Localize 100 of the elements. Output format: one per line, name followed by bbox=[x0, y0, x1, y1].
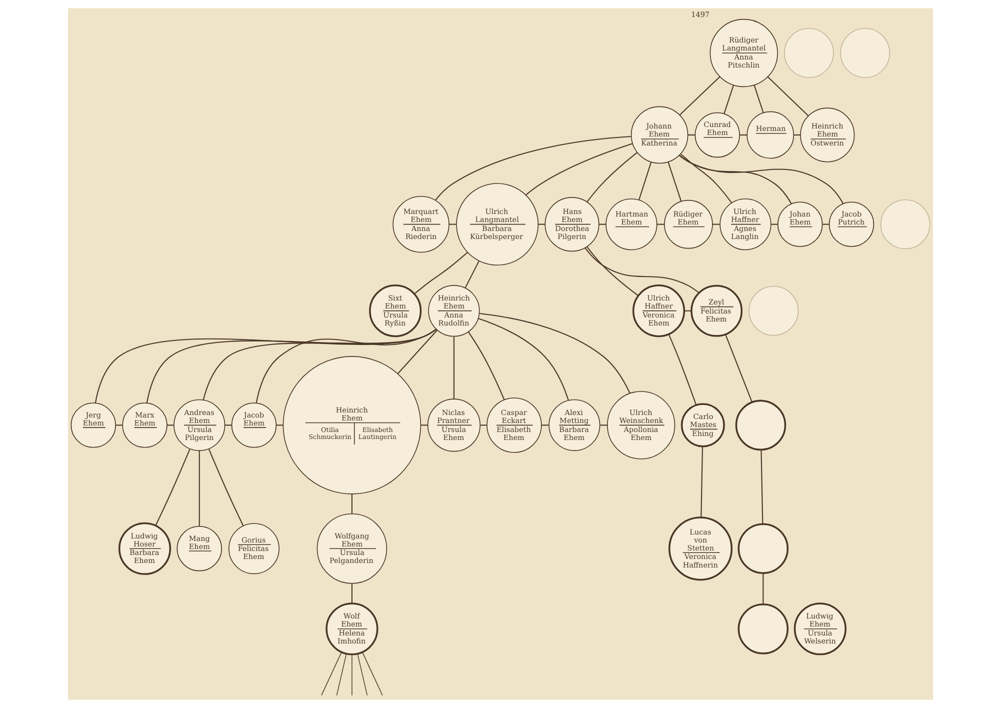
connector bbox=[208, 448, 244, 526]
connector bbox=[584, 247, 699, 294]
connector bbox=[586, 152, 637, 202]
node-circle: Sixt Ehem Ursula Ryßin bbox=[368, 284, 422, 338]
connector bbox=[688, 134, 695, 136]
connector bbox=[468, 332, 504, 400]
connector bbox=[700, 446, 703, 518]
connector bbox=[638, 162, 652, 200]
connector bbox=[362, 652, 382, 696]
connector bbox=[586, 246, 638, 296]
connector bbox=[525, 143, 632, 196]
node-circle: Marx Ehem bbox=[122, 402, 167, 448]
node-circle: Rüdiger Langmantel Anna Pitschlin bbox=[709, 18, 778, 88]
connector bbox=[762, 573, 764, 604]
connector bbox=[320, 652, 342, 696]
node-circle: Rüdiger Ehem bbox=[664, 200, 712, 249]
node-label: 1497 bbox=[690, 10, 710, 20]
node-circle: Johann Ehem Katherina bbox=[630, 106, 688, 164]
connector bbox=[766, 76, 808, 116]
connector bbox=[478, 318, 568, 400]
connector bbox=[414, 252, 468, 294]
connector bbox=[739, 134, 746, 136]
connector bbox=[724, 334, 752, 402]
node-circle: Alexi Metting Barbara Ehem bbox=[548, 399, 600, 451]
node-circle: Ulrich Weinschenk Apollonia Ehem bbox=[606, 391, 675, 460]
node-circle bbox=[880, 200, 930, 250]
connector bbox=[154, 448, 190, 526]
node-circle: Niclas Prantner Ursula Ehem bbox=[426, 398, 480, 452]
node-circle bbox=[737, 604, 788, 654]
connector bbox=[202, 329, 436, 400]
node-circle: Marquart Ehem Anna Riederin bbox=[392, 196, 449, 253]
node-circle: Lucas von Stetten Veronica Haffnerin bbox=[668, 516, 732, 581]
node-circle: Hartman Ehem bbox=[605, 198, 657, 250]
node-circle: Wolfgang Ehem Ursula Pelganderin bbox=[316, 513, 387, 584]
connector bbox=[480, 424, 486, 426]
connector bbox=[712, 224, 720, 225]
connector bbox=[420, 424, 428, 426]
node-circle: Johan Ehem bbox=[776, 202, 822, 247]
node-circle bbox=[748, 286, 798, 336]
node-circle bbox=[840, 28, 890, 78]
node-circle bbox=[784, 28, 834, 78]
node-circle: Carlo Mastes Ehing bbox=[680, 403, 724, 448]
connector bbox=[356, 654, 368, 696]
connector bbox=[678, 76, 720, 116]
connector bbox=[678, 155, 792, 204]
node-circle: Ulrich Haffner Veronica Ehem bbox=[632, 284, 685, 338]
connector bbox=[668, 334, 696, 406]
connector bbox=[760, 450, 763, 524]
connector bbox=[351, 654, 352, 696]
node-circle: Andreas Ehem Ursula Pilgerin bbox=[173, 399, 225, 451]
node-circle: Jerg Ehem bbox=[70, 402, 116, 448]
node-circle: Hans Ehem Dorothea Pilgerin bbox=[544, 197, 599, 252]
connector bbox=[448, 224, 456, 225]
connector bbox=[684, 310, 691, 312]
connector bbox=[600, 424, 608, 426]
node-circle: Heinrich Ehem Ostwerin bbox=[800, 108, 854, 162]
connector bbox=[723, 84, 734, 114]
node-circle: Mang Ehem bbox=[176, 526, 222, 572]
node-circle: Wolf Ehem Helena Imhofin bbox=[325, 602, 378, 656]
connector bbox=[538, 224, 545, 225]
connector bbox=[276, 424, 282, 426]
connector bbox=[255, 328, 436, 404]
connector bbox=[452, 336, 454, 400]
connector bbox=[396, 330, 437, 374]
node-circle: Gorius Felicitas Ehem bbox=[228, 523, 279, 574]
connector bbox=[598, 224, 606, 225]
connector bbox=[198, 450, 200, 526]
node-circle: Ludwig Ehem Ursula Welserin bbox=[793, 602, 846, 656]
node-circle bbox=[737, 523, 788, 574]
connector bbox=[822, 224, 829, 225]
node-circle: Cunrad Ehem bbox=[694, 112, 740, 158]
node-circle: Zeyl Felicitas Ehem bbox=[690, 284, 742, 337]
node-circle: Jacob Putrich bbox=[828, 202, 874, 247]
connector bbox=[350, 583, 352, 604]
node-circle: Heinrich Ehem Anna Rudolfin bbox=[428, 285, 480, 337]
connector bbox=[146, 328, 436, 404]
connector bbox=[793, 134, 800, 136]
connector bbox=[350, 494, 352, 514]
connector bbox=[479, 312, 630, 394]
connector bbox=[166, 424, 174, 426]
node-circle: Herman bbox=[746, 111, 794, 159]
connector bbox=[464, 260, 479, 288]
connector bbox=[678, 155, 844, 204]
connector bbox=[224, 424, 232, 426]
node-circle: Caspar Eckart Elisabeth Ehem bbox=[486, 398, 542, 453]
connector bbox=[540, 424, 548, 426]
node-circle bbox=[734, 400, 786, 451]
connector bbox=[336, 654, 346, 696]
node-circle: Ludwig Hoser Barbara Ehem bbox=[118, 522, 171, 575]
connector bbox=[115, 424, 122, 426]
connector bbox=[770, 224, 778, 225]
node-circle: Jacob Ehem bbox=[230, 402, 276, 448]
connector bbox=[667, 162, 682, 202]
node-circle: Ulrich Langmantel Barbara Kürbelsperger bbox=[456, 183, 538, 266]
connector bbox=[434, 136, 630, 201]
connector bbox=[680, 154, 732, 204]
connector bbox=[753, 84, 764, 113]
connector bbox=[94, 328, 436, 404]
node-circle: Ulrich Haffner Agnes Langlin bbox=[719, 198, 771, 250]
connector bbox=[656, 224, 664, 225]
